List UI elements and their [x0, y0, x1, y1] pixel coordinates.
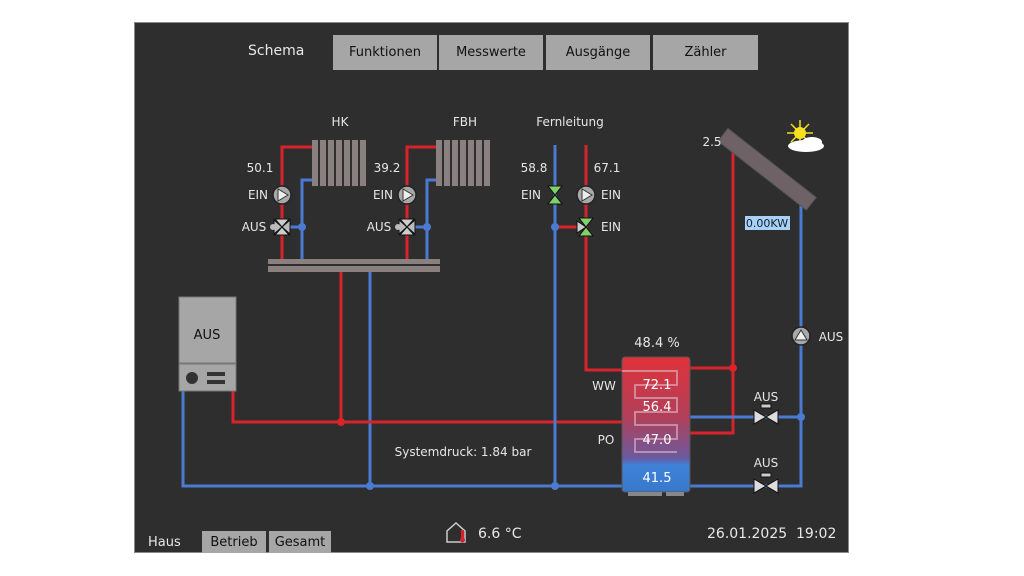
sun-cloud-icon	[787, 120, 824, 152]
valve-solar-top-icon	[753, 403, 779, 425]
valve-hk-icon	[273, 218, 291, 236]
fern-title: Fernleitung	[536, 115, 604, 129]
fern-return-temp: 58.8	[521, 161, 548, 175]
tab-ausgaenge[interactable]: Ausgänge	[546, 35, 650, 70]
tank-temp-1: 72.1	[643, 378, 672, 393]
solar-valve-bottom-status: AUS	[754, 456, 779, 470]
date: 26.01.2025	[707, 526, 788, 542]
pump-hk-icon	[272, 185, 292, 205]
fern-pump-status: EIN	[601, 188, 621, 202]
fern-mix-status: EIN	[601, 220, 621, 234]
tab-schema[interactable]: Schema	[248, 43, 305, 59]
fbh-title: FBH	[453, 115, 477, 129]
junction-dots	[298, 223, 805, 490]
radiator-hk	[312, 140, 366, 186]
tank-temp-4: 41.5	[643, 471, 672, 486]
footer-haus: Haus	[148, 535, 181, 550]
pump-fern-icon	[576, 185, 596, 205]
tank-ww-label: WW	[592, 379, 616, 393]
time: 19:02	[796, 526, 837, 542]
tank-temp-2: 56.4	[643, 400, 672, 415]
schema-panel	[134, 22, 849, 553]
tab-zaehler[interactable]: Zähler	[653, 35, 758, 70]
valve-fbh-icon	[398, 218, 416, 236]
hk-pump-status: EIN	[248, 188, 268, 202]
gesamt-button[interactable]: Gesamt	[269, 531, 331, 553]
solar-collector	[717, 127, 817, 211]
fbh-valve-status: AUS	[367, 220, 392, 234]
valve-solar-bottom-icon	[753, 472, 779, 494]
outside-temp: 6.6 °C	[478, 526, 522, 542]
fbh-pump-status: EIN	[373, 188, 393, 202]
pump-fbh-icon	[397, 185, 417, 205]
fern-valve-status: EIN	[521, 188, 541, 202]
boiler	[178, 296, 237, 392]
hk-temp: 50.1	[247, 161, 274, 175]
radiator-fbh	[436, 140, 490, 186]
solar-power: 0.00KW	[746, 217, 788, 230]
solar-valve-top-status: AUS	[754, 390, 779, 404]
fbh-temp: 39.2	[374, 161, 401, 175]
tank-po-label: PO	[598, 433, 615, 447]
tank-temp-3: 47.0	[643, 433, 672, 448]
hk-title: HK	[332, 115, 350, 129]
boiler-status: AUS	[194, 328, 221, 343]
solar-pump-status: AUS	[819, 330, 844, 344]
tab-messwerte[interactable]: Messwerte	[439, 35, 543, 70]
tab-funktionen[interactable]: Funktionen	[333, 35, 437, 70]
valve-fern-return-icon	[547, 185, 563, 205]
hk-valve-status: AUS	[242, 220, 267, 234]
system-pressure: Systemdruck: 1.84 bar	[395, 445, 532, 459]
house-thermometer-icon	[446, 521, 466, 543]
manifold	[268, 259, 440, 272]
fern-flow-temp: 67.1	[594, 161, 621, 175]
solar-temp: 2.5	[702, 135, 721, 149]
pump-solar-icon	[791, 326, 811, 346]
storage-tank	[621, 356, 691, 496]
tank-percent: 48.4 %	[634, 336, 679, 351]
betrieb-button[interactable]: Betrieb	[202, 531, 266, 553]
